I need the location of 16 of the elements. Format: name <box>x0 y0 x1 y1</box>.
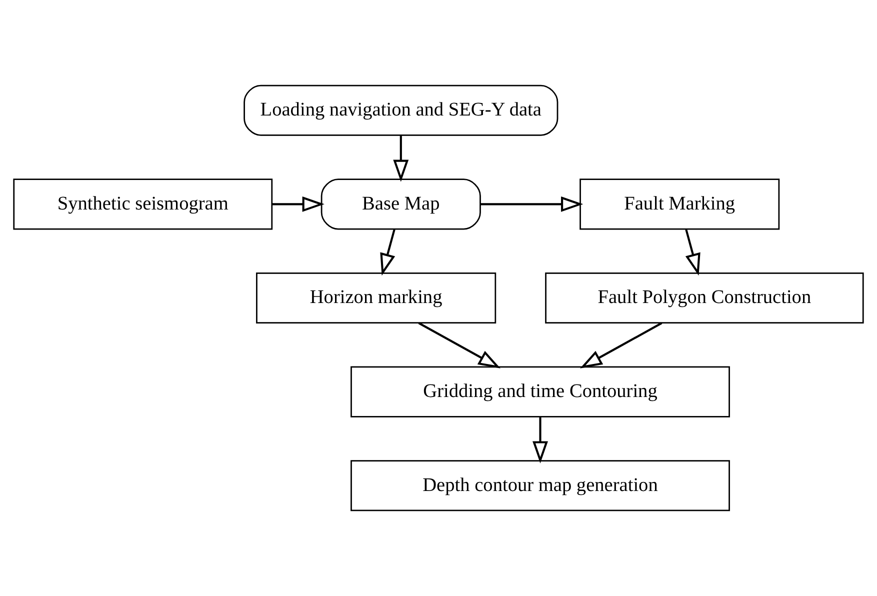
node-box: Depth contour map generation <box>350 460 730 512</box>
node-box: Fault Marking <box>580 178 780 230</box>
node-box: Synthetic seismogram <box>13 178 273 230</box>
arrow <box>580 322 662 368</box>
arrow <box>418 322 500 368</box>
arrow <box>272 196 324 212</box>
node-box: Horizon marking <box>256 272 496 324</box>
arrow <box>685 229 700 276</box>
arrow <box>480 196 584 212</box>
node-box: Loading navigation and SEG-Y data <box>244 84 558 136</box>
arrow <box>532 417 548 464</box>
arrow <box>380 229 396 276</box>
node-box: Base Map <box>320 178 481 230</box>
node-box: Gridding and time Contouring <box>350 366 730 418</box>
arrow <box>393 136 409 182</box>
node-box: Fault Polygon Construction <box>545 272 864 324</box>
